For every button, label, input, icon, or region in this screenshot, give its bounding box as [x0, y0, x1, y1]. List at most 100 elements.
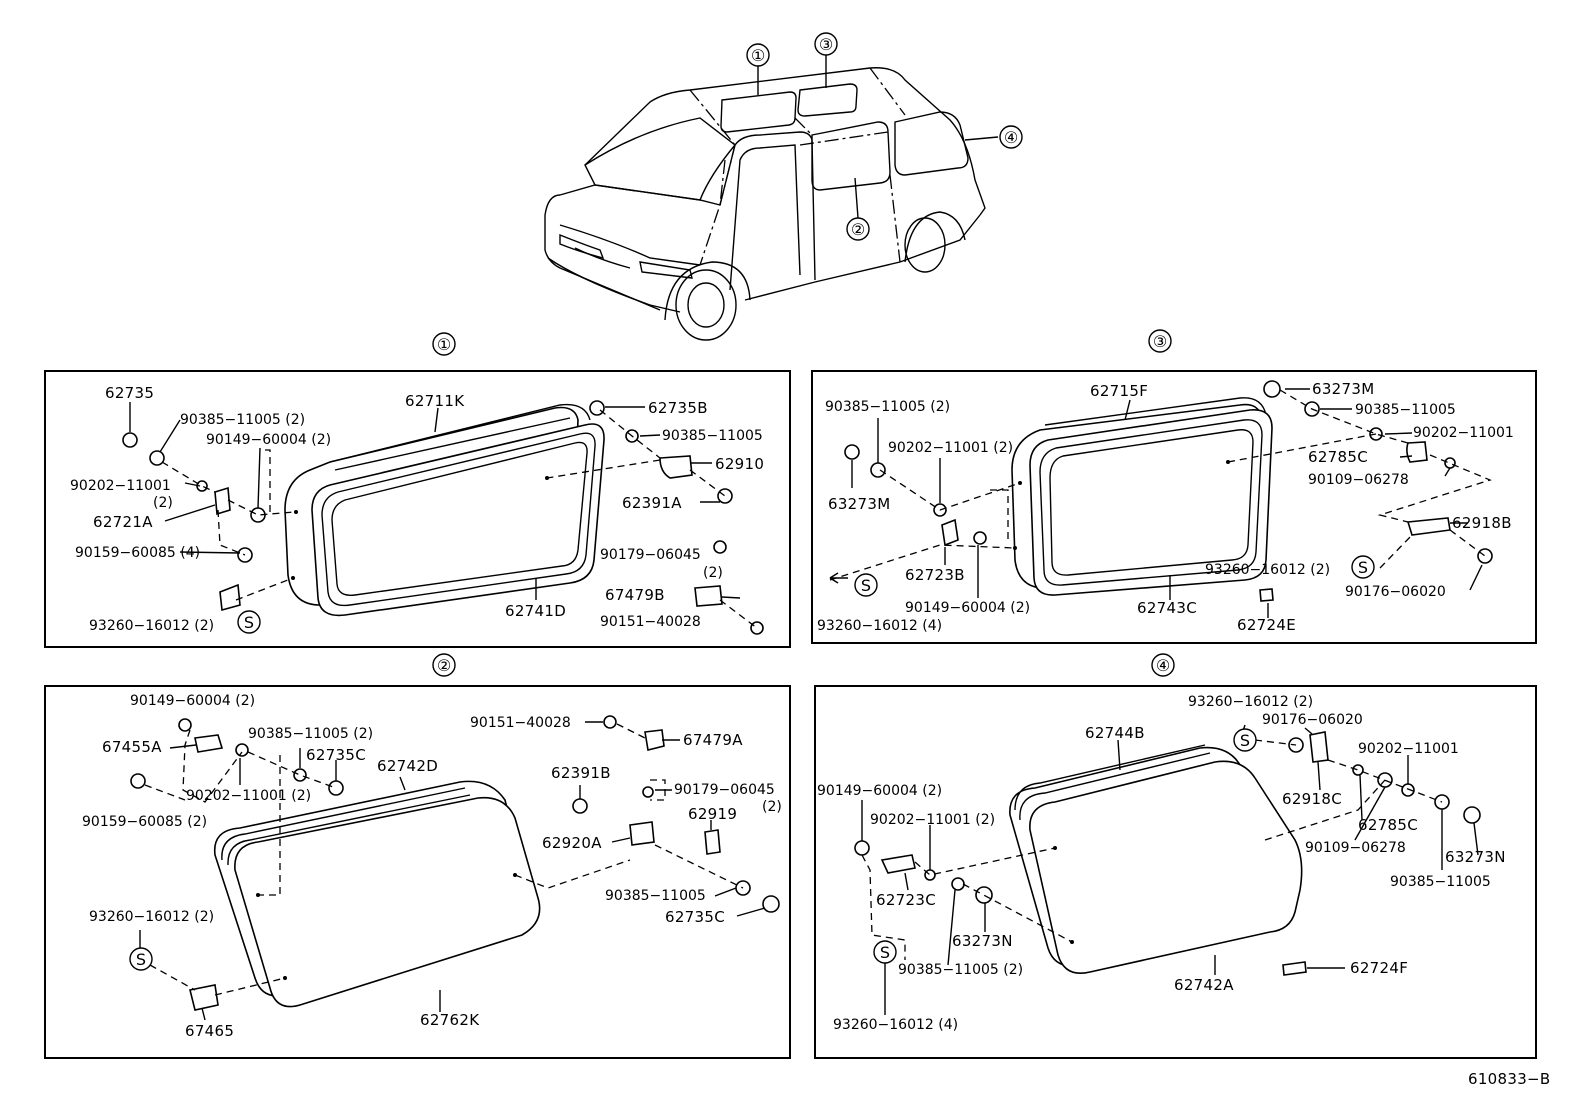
label-62391a: 62391A: [622, 494, 682, 512]
label-62785c: 62785C: [1308, 448, 1368, 466]
panel-1-frame: [44, 370, 791, 648]
label-62735: 62735: [105, 384, 154, 402]
label-90149-60004-2: 90149−60004 (2): [817, 783, 942, 799]
panel-4-frame: [814, 685, 1537, 1059]
glass-62742d: [213, 780, 541, 1008]
label-62723c: 62723C: [876, 891, 936, 909]
svg-text:④: ④: [1004, 128, 1018, 147]
label-90202-11001: 90202−11001: [1358, 741, 1459, 757]
panel-2: ②: [44, 653, 791, 1059]
label-90385-11005: 90385−11005: [1355, 402, 1456, 418]
svg-text:①: ①: [751, 46, 765, 65]
label-90385-11005: 90385−11005: [1390, 874, 1491, 890]
label-90109-06278: 90109−06278: [1308, 472, 1409, 488]
svg-text:③: ③: [819, 35, 833, 54]
label-90385-11005-2: 90385−11005 (2): [898, 962, 1023, 978]
s-mark-panel-4b: S: [873, 940, 897, 964]
label-62735c-b: 62735C: [665, 908, 725, 926]
label-90179-06045: 90179−06045: [600, 547, 701, 563]
label-62715f: 62715F: [1090, 382, 1148, 400]
view-callout-4: ④: [999, 125, 1023, 149]
svg-text:S: S: [1358, 558, 1368, 577]
label-62920a: 62920A: [542, 834, 602, 852]
view-callout-3: ③: [814, 32, 838, 56]
label-qty-2b: (2): [703, 565, 723, 581]
label-90149-60004-2: 90149−60004 (2): [130, 693, 255, 709]
label-90385-11005: 90385−11005: [605, 888, 706, 904]
label-90202-11001-2: 90202−11001 (2): [870, 812, 995, 828]
label-62735b: 62735B: [648, 399, 708, 417]
label-63273m-b: 63273M: [828, 495, 890, 513]
label-67479a: 67479A: [683, 731, 743, 749]
panel-3-title: ③: [1153, 332, 1167, 351]
label-62711k: 62711K: [405, 392, 465, 410]
label-62724e: 62724E: [1237, 616, 1296, 634]
view-callout-1: ①: [746, 43, 770, 67]
label-90385-11005-2: 90385−11005 (2): [825, 399, 950, 415]
panel-4-title: ④: [1156, 656, 1170, 675]
s-mark-panel-1: S: [237, 610, 261, 634]
label-90159-60085-2: 90159−60085 (2): [82, 814, 207, 830]
label-90159-60085-4: 90159−60085 (4): [75, 545, 200, 561]
label-62723b: 62723B: [905, 566, 965, 584]
label-62742a: 62742A: [1174, 976, 1234, 994]
label-62741d: 62741D: [505, 602, 566, 620]
label-62919: 62919: [688, 805, 737, 823]
label-62744b: 62744B: [1085, 724, 1145, 742]
panel-1-title: ①: [437, 335, 451, 354]
label-90176-06020: 90176−06020: [1345, 584, 1446, 600]
label-90385-11005: 90385−11005: [662, 428, 763, 444]
panel-1: ①: [44, 332, 791, 648]
reference-code: 610833−B: [1468, 1070, 1551, 1088]
label-62743c: 62743C: [1137, 599, 1197, 617]
label-93260-16012-2: 93260−16012 (2): [1188, 694, 1313, 710]
label-93260-16012-2: 93260−16012 (2): [89, 909, 214, 925]
label-93260-16012-2: 93260−16012 (2): [89, 618, 214, 634]
label-93260-16012-4: 93260−16012 (4): [817, 618, 942, 634]
label-90149-60004-2: 90149−60004 (2): [905, 600, 1030, 616]
label-90385-11005-2: 90385−11005 (2): [180, 412, 305, 428]
glass-62711k: [284, 403, 605, 617]
label-90202-11001: 90202−11001: [1413, 425, 1514, 441]
label-90149-60004-2: 90149−60004 (2): [206, 432, 331, 448]
label-93260-16012-2: 93260−16012 (2): [1205, 562, 1330, 578]
label-62721a: 62721A: [93, 513, 153, 531]
label-90202-11001-2: 90202−11001 (2): [888, 440, 1013, 456]
view-callout-2: ②: [846, 217, 870, 241]
svg-text:S: S: [1240, 731, 1250, 750]
label-63273m: 63273M: [1312, 380, 1374, 398]
label-93260-16012-4: 93260−16012 (4): [833, 1017, 958, 1033]
svg-text:②: ②: [851, 220, 865, 239]
label-63273n: 63273N: [1445, 848, 1506, 866]
label-62724f: 62724F: [1350, 959, 1408, 977]
label-62742d: 62742D: [377, 757, 438, 775]
label-90151-40028: 90151−40028: [470, 715, 571, 731]
glass-62715f: [1011, 397, 1273, 596]
label-67465: 67465: [185, 1022, 234, 1040]
label-62918c: 62918C: [1282, 790, 1342, 808]
label-62918b: 62918B: [1452, 514, 1512, 532]
label-qty-2: (2): [762, 799, 782, 815]
panel-3: ③: [811, 329, 1537, 644]
label-62762k: 62762K: [420, 1011, 480, 1029]
label-90109-06278: 90109−06278: [1305, 840, 1406, 856]
panel-2-frame: [44, 685, 791, 1059]
label-62785c: 62785C: [1358, 816, 1418, 834]
label-62735c: 62735C: [306, 746, 366, 764]
s-mark-panel-2: S: [129, 947, 153, 971]
label-67455a: 67455A: [102, 738, 162, 756]
svg-text:S: S: [880, 943, 890, 962]
label-90202-11001-2: 90202−11001 (2): [186, 788, 311, 804]
label-63273n-b: 63273N: [952, 932, 1013, 950]
label-62910: 62910: [715, 455, 764, 473]
svg-text:S: S: [244, 613, 254, 632]
svg-text:S: S: [136, 950, 146, 969]
label-90151-40028: 90151−40028: [600, 614, 701, 630]
panel-4: ④: [814, 653, 1537, 1059]
van-illustration: [544, 55, 999, 341]
s-mark-panel-3a: S: [854, 573, 878, 597]
panel-2-title: ②: [437, 656, 451, 675]
label-qty-2: (2): [153, 495, 173, 511]
label-90176-06020: 90176−06020: [1262, 712, 1363, 728]
